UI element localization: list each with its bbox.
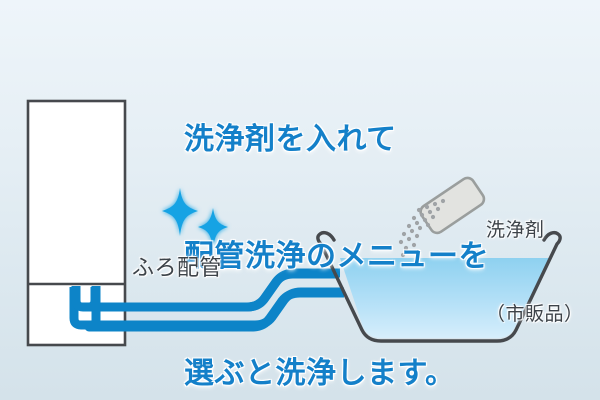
sparkle-icon	[162, 188, 198, 236]
headline-text: 洗浄剤を入れて 配管洗浄のメニューを 選ぶと洗浄します。	[184, 42, 489, 400]
pipe-label: ふろ配管	[132, 256, 223, 281]
bath-piping-render	[71, 268, 344, 332]
headline-line-3: 選ぶと洗浄します。	[184, 356, 456, 391]
sparkle-icon-small	[198, 208, 228, 249]
detergent-label-line-2: （市販品）	[486, 303, 584, 325]
bathtub-water	[340, 258, 552, 338]
headline-line-1: 洗浄剤を入れて	[184, 122, 397, 157]
headline-line-2: 配管洗浄のメニューを	[184, 239, 489, 274]
bathtub-outline	[316, 230, 562, 343]
detergent-box-icon	[419, 176, 486, 235]
powder-dots-icon	[398, 198, 446, 258]
detergent-label: 洗浄剤 （市販品）	[486, 160, 584, 384]
detergent-label-line-1: 洗浄剤	[486, 219, 545, 241]
